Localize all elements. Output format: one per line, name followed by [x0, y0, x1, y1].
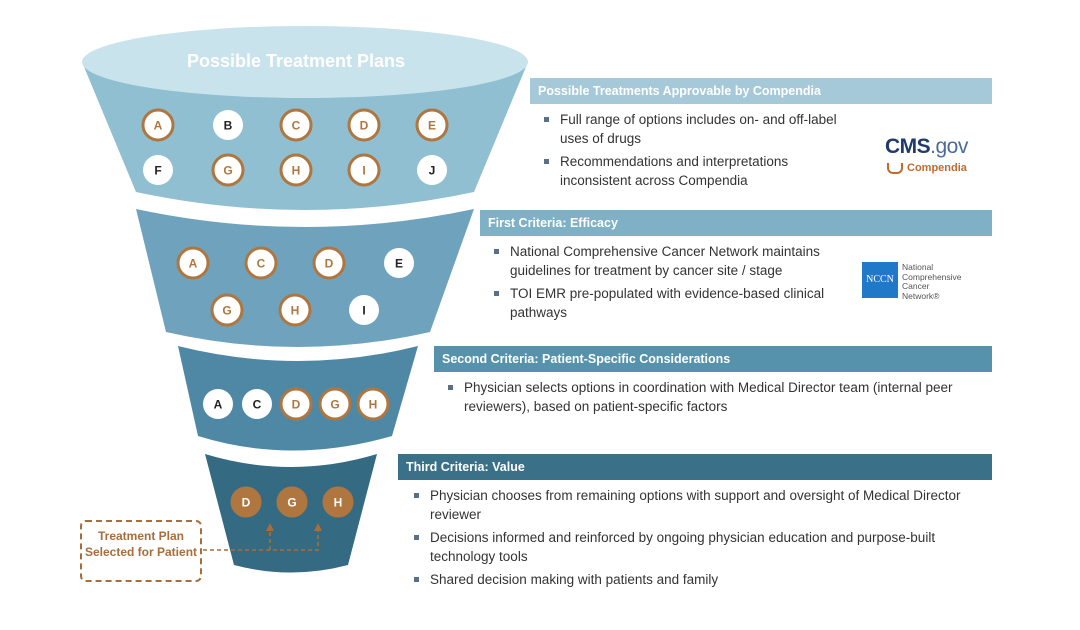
criteria-header-bar	[530, 78, 992, 104]
option-label: C	[253, 398, 262, 412]
criteria-bullets-value: Physician chooses from remaining options…	[410, 486, 985, 593]
option-circle	[210, 293, 244, 327]
cms-logo-suffix: .gov	[930, 135, 968, 158]
option-circle	[349, 295, 379, 325]
option-label: E	[428, 119, 436, 133]
bullet-item: Shared decision making with patients and…	[410, 570, 985, 589]
criteria-title-patient: Second Criteria: Patient-Specific Consid…	[442, 352, 731, 366]
option-label: G	[287, 496, 296, 510]
option-label: A	[189, 257, 198, 271]
option-circle	[279, 108, 313, 142]
option-circle	[322, 486, 354, 518]
option-label: A	[214, 398, 223, 412]
criteria-bullets-compendia: Full range of options includes on- and o…	[540, 110, 860, 194]
option-label: H	[334, 496, 343, 510]
option-circle	[143, 155, 173, 185]
option-circle	[312, 246, 346, 280]
criteria-title-compendia: Possible Treatments Approvable by Compen…	[538, 84, 821, 98]
option-label: H	[291, 304, 300, 318]
option-label: H	[369, 398, 378, 412]
criteria-header-bar	[480, 210, 992, 236]
option-circle	[213, 110, 243, 140]
funnel-title: Possible Treatment Plans	[187, 51, 405, 71]
bullet-item: Decisions informed and reinforced by ong…	[410, 528, 985, 566]
cms-logo-text: CMS	[885, 135, 931, 158]
arrow-head-icon	[266, 523, 274, 531]
bullet-item: Recommendations and interpretations inco…	[540, 152, 860, 190]
nccn-line: Cancer	[902, 281, 930, 291]
option-label: C	[257, 257, 266, 271]
option-label: H	[292, 164, 301, 178]
option-label: D	[242, 496, 251, 510]
nccn-logo-mark: NCCN	[862, 262, 898, 298]
funnel-rim	[82, 26, 528, 98]
option-label: A	[154, 119, 163, 133]
compendia-icon	[887, 162, 903, 174]
option-circle	[276, 486, 308, 518]
option-circle	[356, 387, 390, 421]
option-label: B	[224, 119, 233, 133]
option-circle	[278, 293, 312, 327]
option-label: I	[362, 164, 365, 178]
cms-logo: CMS.gov Compendia	[885, 135, 968, 174]
criteria-title-efficacy: First Criteria: Efficacy	[488, 216, 618, 230]
criteria-header-bar	[434, 346, 992, 372]
bullet-item: TOI EMR pre-populated with evidence-base…	[490, 284, 855, 322]
option-label: G	[223, 164, 232, 178]
criteria-bullets-efficacy: National Comprehensive Cancer Network ma…	[490, 242, 855, 326]
criteria-bullets-patient: Physician selects options in coordinatio…	[444, 378, 989, 420]
option-circle	[242, 389, 272, 419]
option-label: D	[325, 257, 334, 271]
nccn-line: National	[902, 262, 934, 272]
option-label: E	[395, 257, 403, 271]
bullet-item: Physician chooses from remaining options…	[410, 486, 985, 524]
option-circle	[318, 387, 352, 421]
compendia-logo-text: Compendia	[907, 162, 967, 174]
option-circle	[384, 248, 414, 278]
option-circle	[230, 486, 262, 518]
arrow-head-icon	[314, 523, 322, 531]
selection-connector	[203, 528, 319, 551]
option-circle	[141, 108, 175, 142]
option-circle	[211, 153, 245, 187]
bullet-item: National Comprehensive Cancer Network ma…	[490, 242, 855, 280]
option-label: J	[429, 164, 436, 178]
bullet-item: Physician selects options in coordinatio…	[444, 378, 989, 416]
option-circle	[279, 387, 313, 421]
option-circle	[347, 108, 381, 142]
option-label: D	[360, 119, 369, 133]
option-label: C	[292, 119, 301, 133]
option-circle	[417, 155, 447, 185]
option-circle	[415, 108, 449, 142]
option-label: G	[222, 304, 231, 318]
option-label: D	[292, 398, 301, 412]
criteria-title-value: Third Criteria: Value	[406, 460, 525, 474]
option-circle	[176, 246, 210, 280]
option-label: G	[330, 398, 339, 412]
criteria-header-bar	[398, 454, 992, 480]
nccn-line: Comprehensive	[902, 271, 962, 282]
nccn-line: Network®	[902, 290, 940, 301]
option-circle	[244, 246, 278, 280]
bullet-item: Full range of options includes on- and o…	[540, 110, 860, 148]
option-label: I	[362, 304, 365, 318]
option-circle	[279, 153, 313, 187]
selected-plan-callout: Treatment Plan Selected for Patient	[80, 520, 202, 582]
option-label: F	[154, 164, 161, 178]
option-circle	[347, 153, 381, 187]
option-circle	[203, 389, 233, 419]
